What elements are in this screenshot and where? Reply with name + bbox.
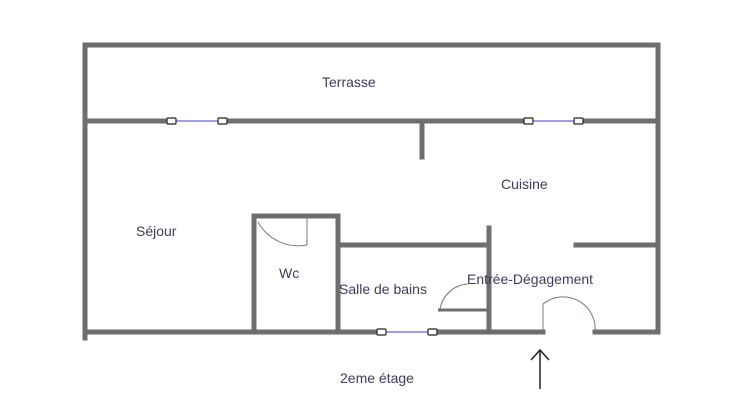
room-label-wc: Wc	[279, 265, 300, 281]
door-wc	[257, 218, 308, 247]
room-label-salle-de-bains: Salle de bains	[339, 281, 427, 297]
window-sejour	[166, 117, 228, 125]
room-label-entree: Entrée-Dégagement	[467, 271, 594, 287]
room-label-cuisine: Cuisine	[501, 176, 548, 192]
floor-label: 2eme étage	[340, 370, 414, 386]
room-label-terrasse: Terrasse	[322, 74, 376, 90]
window-salle-de-bains	[376, 328, 438, 336]
door-salle-de-bains	[439, 283, 469, 310]
room-label-sejour: Séjour	[136, 223, 177, 239]
door-entree	[542, 296, 596, 333]
entry-arrow-icon	[530, 348, 550, 389]
window-cuisine	[523, 117, 584, 125]
